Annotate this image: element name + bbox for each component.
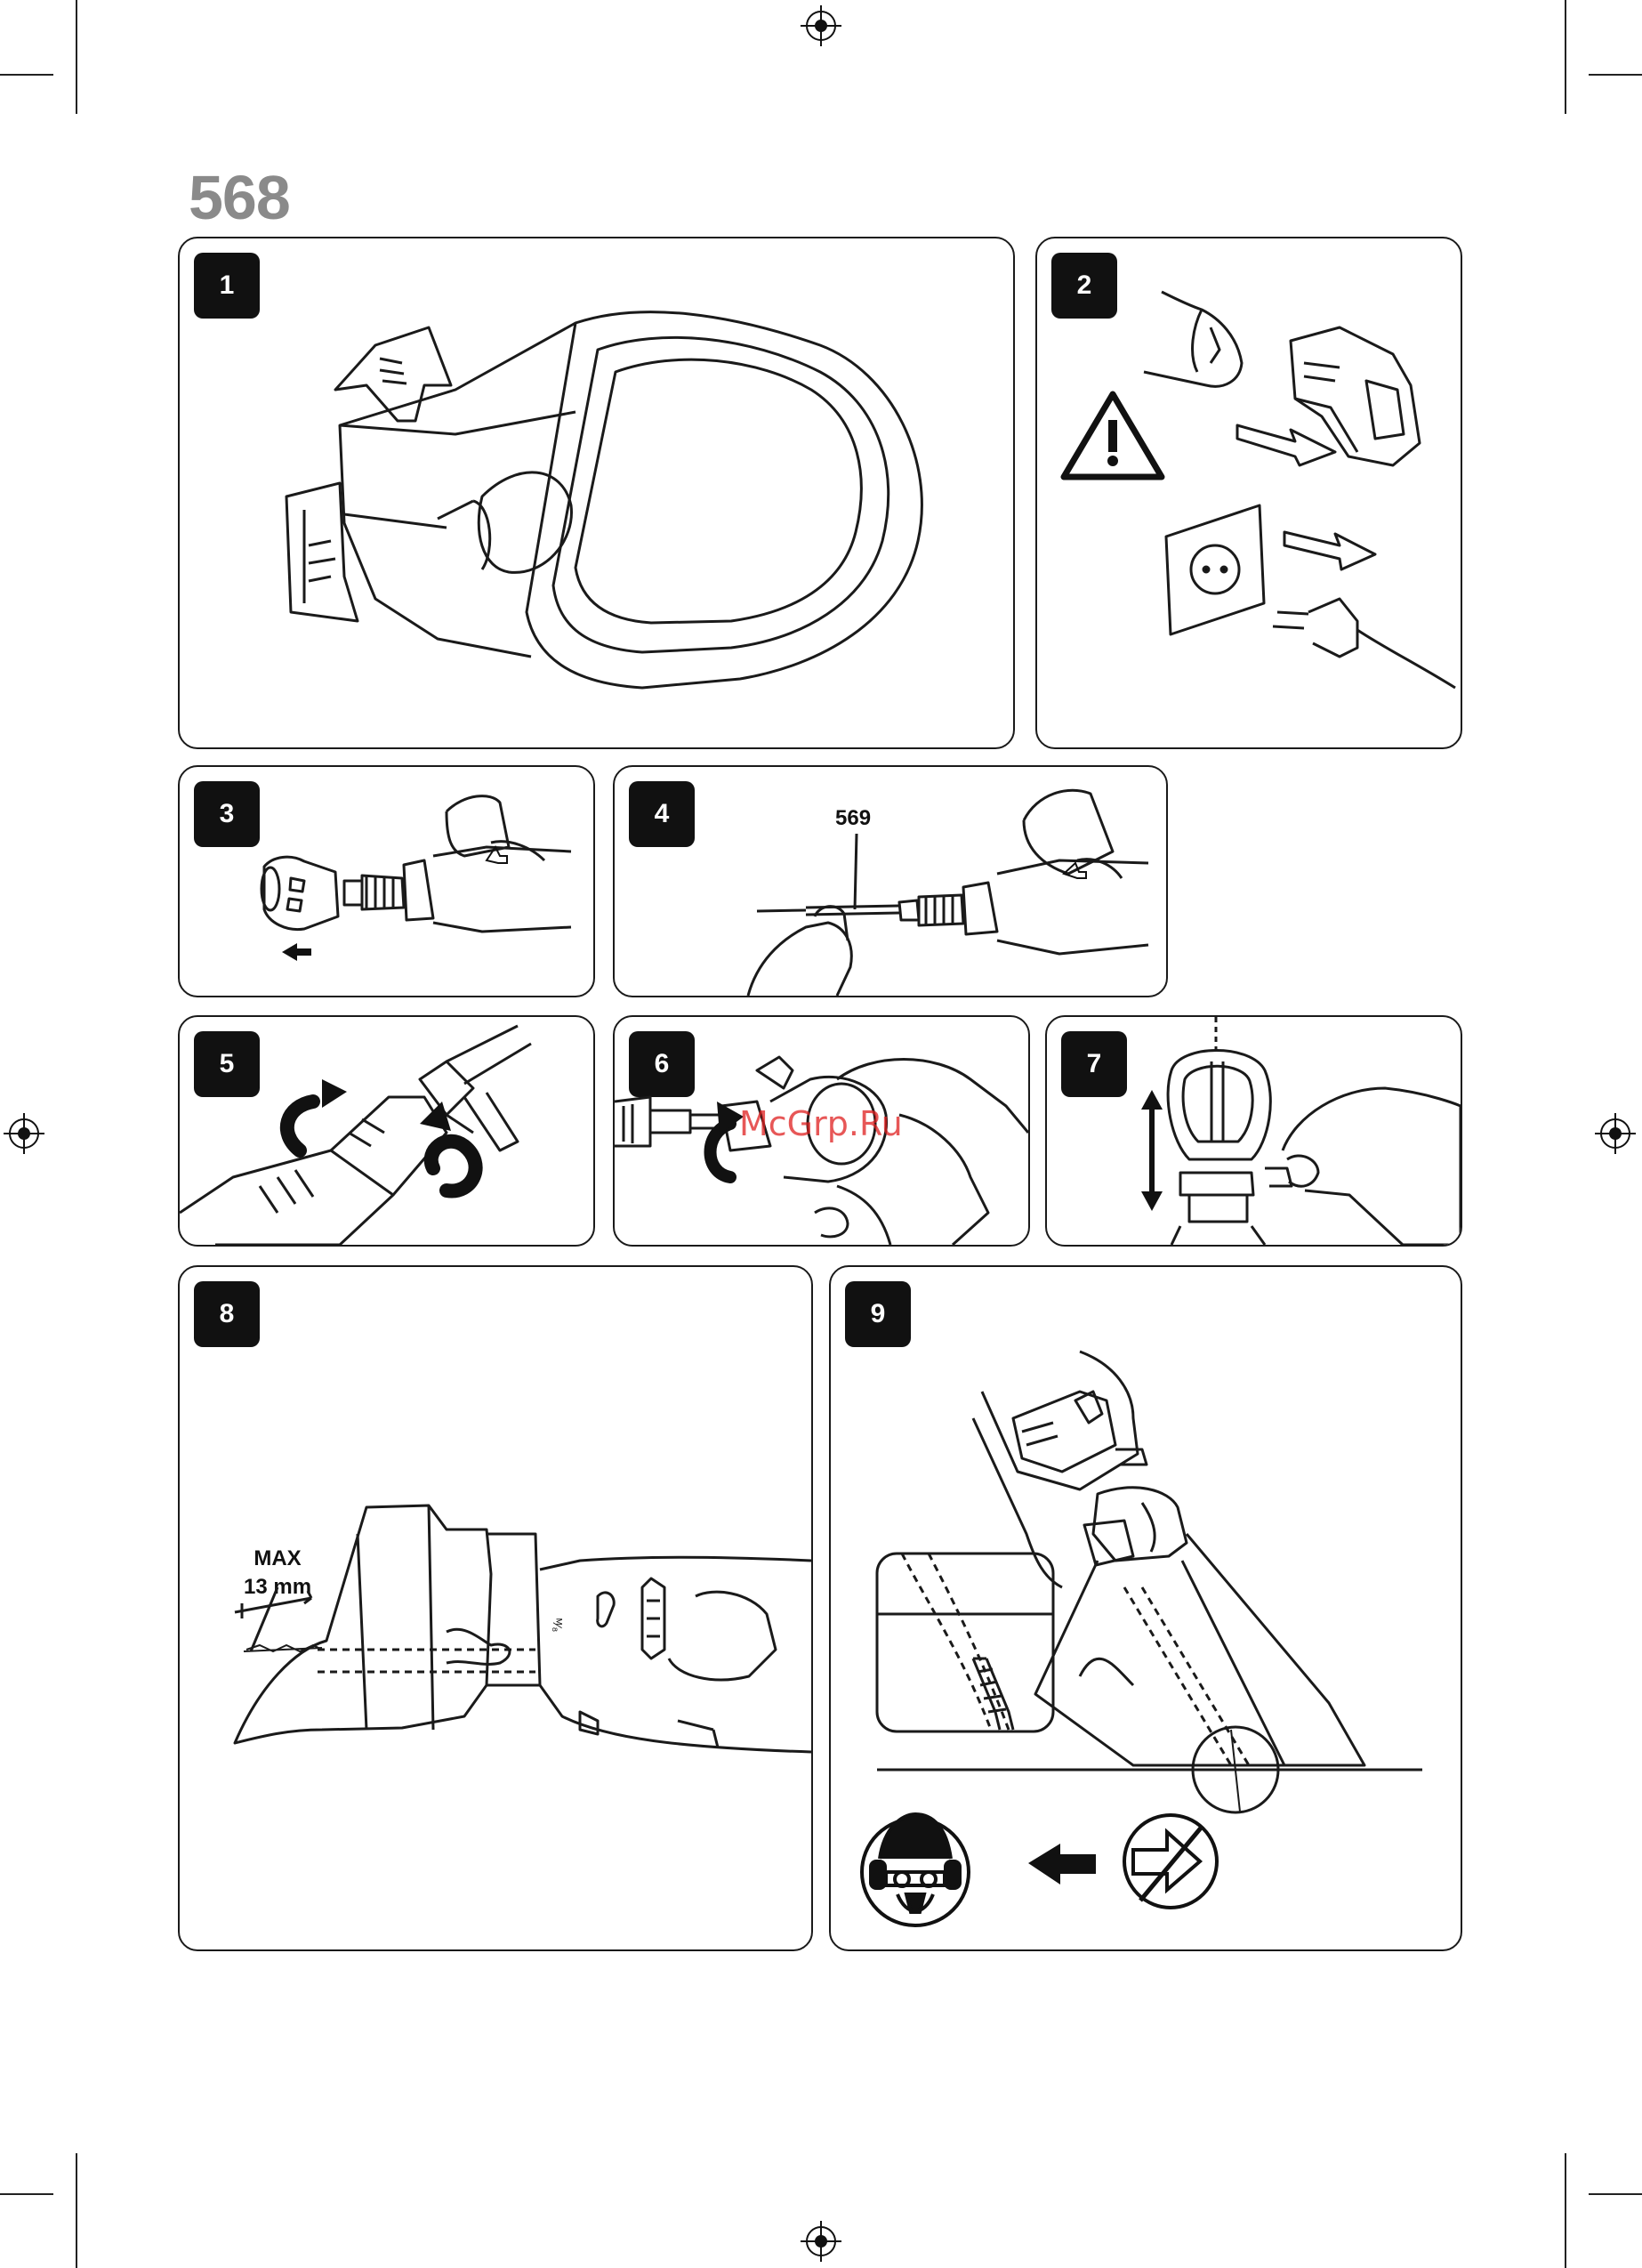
drilling-depth-illustration: ᴹ∕₈	[180, 1267, 811, 1949]
panel-2: 2	[1035, 237, 1462, 749]
left-arrow-icon	[1028, 1844, 1096, 1885]
adjust-depth-illustration	[1047, 1017, 1461, 1245]
panel-3: 3	[178, 765, 595, 997]
no-forward-direction-icon	[1124, 1815, 1217, 1908]
protective-equipment-icon	[862, 1814, 969, 1925]
drill-guide-attachment-illustration	[180, 238, 1013, 747]
watermark: McGrp.Ru	[739, 1104, 903, 1143]
panel-6: 6 McGrp.Ru	[613, 1015, 1030, 1247]
panel-4: 4 569	[613, 765, 1168, 997]
insert-drill-bit-illustration	[615, 767, 1166, 996]
warning-triangle-icon	[1064, 394, 1162, 477]
model-number: 568	[189, 162, 290, 233]
remove-battery-and-unplug-illustration	[1037, 238, 1461, 747]
up-down-arrow-icon	[1141, 1090, 1163, 1211]
panel-9: 9	[829, 1265, 1462, 1951]
drilling-operation-illustration	[831, 1267, 1461, 1949]
svg-text:ᴹ∕₈: ᴹ∕₈	[551, 1618, 565, 1632]
panel-1: 1	[178, 237, 1015, 749]
remove-nose-cap-illustration	[180, 767, 593, 996]
tighten-collet-illustration	[180, 1017, 593, 1245]
panel-7: 7	[1045, 1015, 1462, 1247]
panel-8: 8 MAX 13 mm ᴹ∕₈	[178, 1265, 813, 1951]
panel-5: 5	[178, 1015, 595, 1247]
